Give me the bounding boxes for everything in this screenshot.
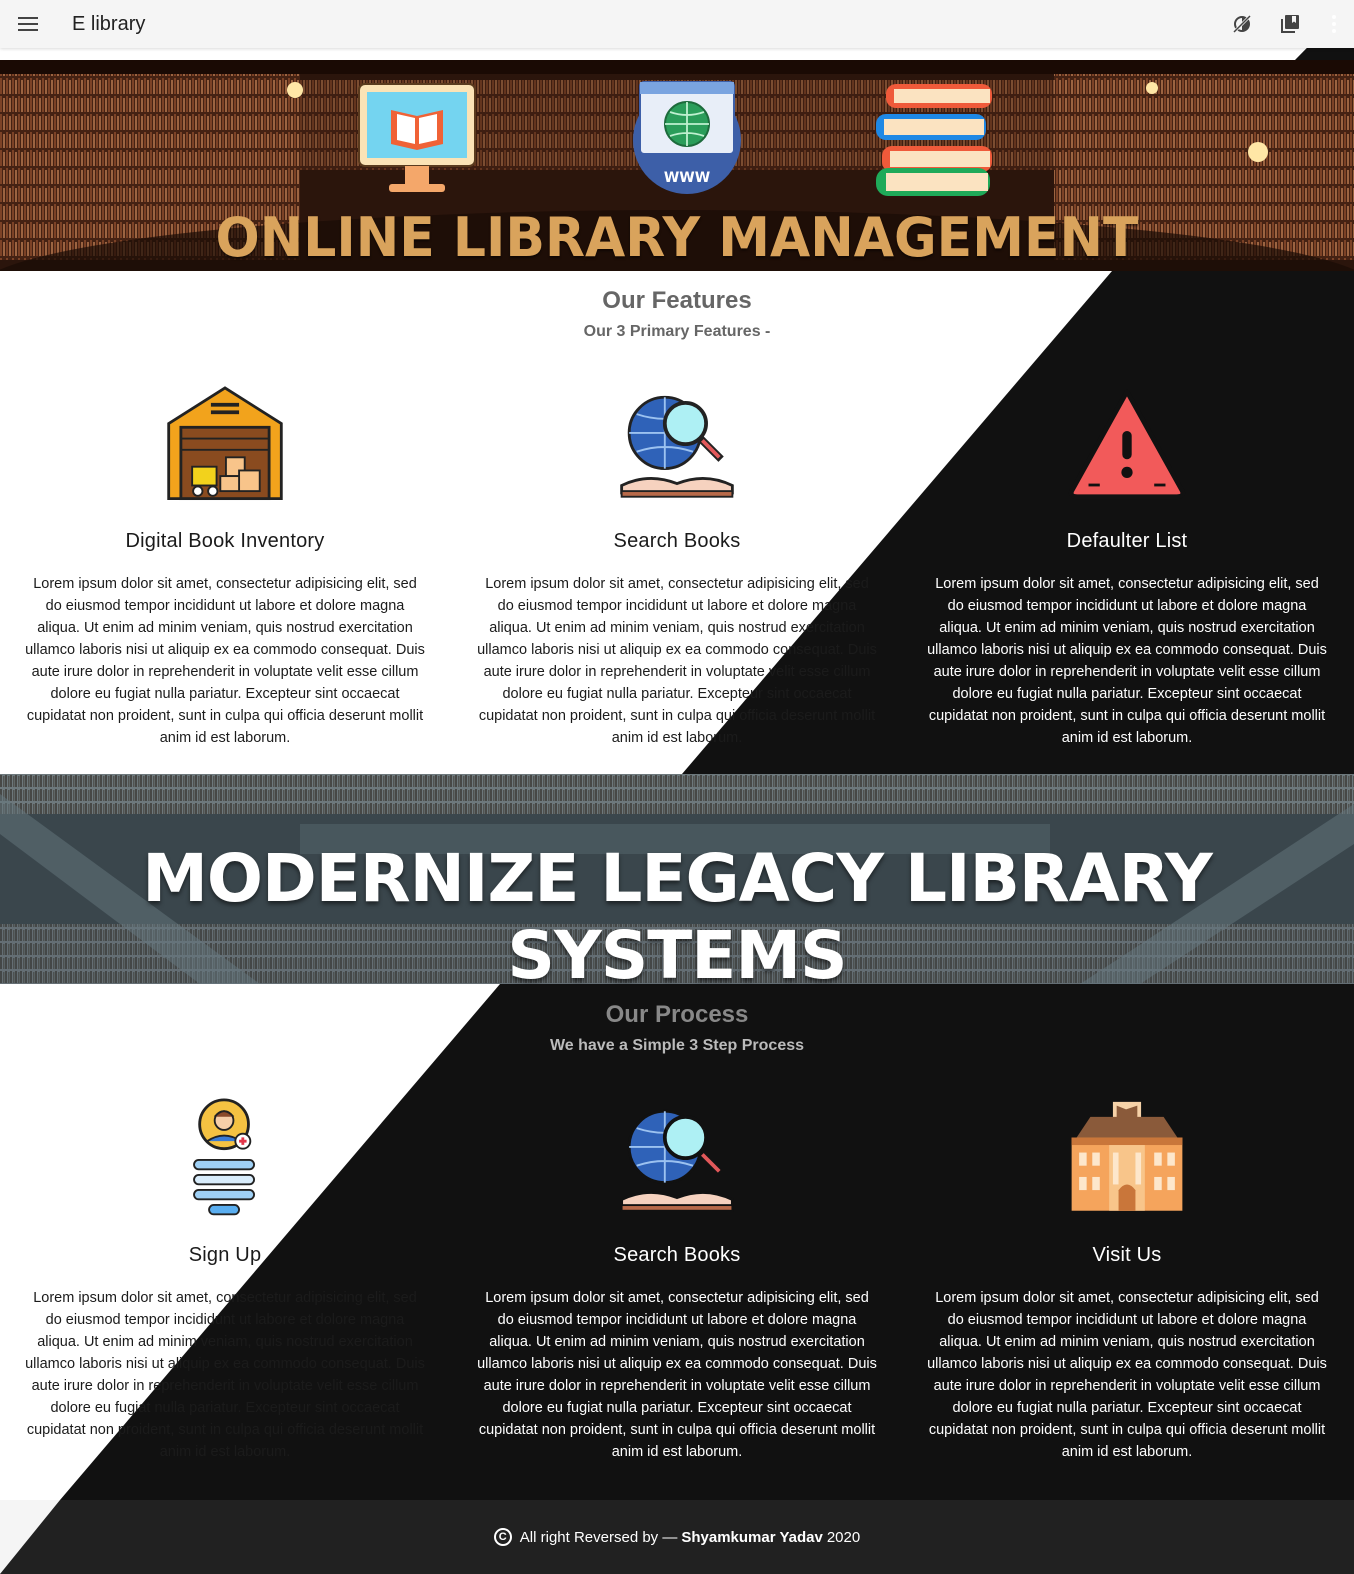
copyright-icon: C: [493, 1528, 512, 1546]
features-subheading: Our 3 Primary Features -: [583, 323, 771, 340]
process-title: Visit Us: [1092, 1244, 1162, 1266]
hero-title: ONLINE LIBRARY MANAGEMENT: [215, 206, 1139, 270]
library-button[interactable]: [1266, 0, 1314, 48]
process-card-search: Search Books Lorem ipsum dolor sit amet,…: [472, 1100, 882, 1463]
more-options-button[interactable]: [1314, 0, 1354, 48]
feature-card-defaulter: Defaulter List Lorem ipsum dolor sit ame…: [922, 386, 1332, 749]
www-label: WWW: [664, 170, 710, 186]
library-books-icon: [1281, 15, 1299, 33]
process-subheading: We have a Simple 3 Step Process: [549, 1037, 805, 1054]
warehouse-icon: [167, 386, 283, 501]
app-bar: E library: [0, 0, 1354, 48]
dark-mode-button[interactable]: [1218, 0, 1266, 48]
feature-title: Defaulter List: [1066, 530, 1188, 552]
menu-button[interactable]: [0, 0, 56, 48]
app-title: E library: [72, 12, 146, 35]
more-vert-icon: [1332, 15, 1336, 33]
warning-icon: [1068, 389, 1186, 500]
process-text: Lorem ipsum dolor sit amet, consectetur …: [477, 1290, 877, 1460]
feature-text: Lorem ipsum dolor sit amet, consectetur …: [477, 576, 877, 746]
process-text: Lorem ipsum dolor sit amet, consectetur …: [25, 1290, 425, 1460]
features-heading: Our Features: [602, 287, 752, 314]
banner-title: MODERNIZE LEGACY LIBRARY SYSTEMS: [142, 840, 1213, 984]
process-header: Our Process We have a Simple 3 Step Proc…: [0, 1001, 1354, 1055]
footer-year: 2020: [826, 1528, 861, 1546]
feature-title: Search Books: [613, 530, 741, 552]
process-title: Sign Up: [188, 1244, 262, 1266]
feature-card-inventory: Digital Book Inventory Lorem ipsum dolor…: [20, 386, 430, 749]
stacked-books-icon: [876, 84, 992, 196]
globe-search-book-icon: [620, 395, 734, 498]
web-globe-icon: WWW: [633, 81, 741, 194]
process-card-signup: Sign Up Lorem ipsum dolor sit amet, cons…: [20, 1096, 430, 1463]
footer-prefix: All right Reversed by —: [519, 1528, 678, 1546]
process-text: Lorem ipsum dolor sit amet, consectetur …: [927, 1290, 1327, 1460]
footer-author: Shyamkumar Yadav: [681, 1528, 823, 1546]
modernize-banner: MODERNIZE LEGACY LIBRARY SYSTEMS: [0, 774, 1354, 984]
hero-banner: WWW ONLINE LIBRARY MANAGEMENT: [0, 60, 1354, 271]
dark-mode-icon: [1232, 14, 1252, 34]
process-card-visit: Visit Us Lorem ipsum dolor sit amet, con…: [922, 1100, 1332, 1463]
app-bar-actions: [1218, 0, 1354, 48]
user-signup-icon: [193, 1098, 256, 1216]
feature-text: Lorem ipsum dolor sit amet, consectetur …: [25, 576, 425, 746]
globe-search-book-icon: [620, 1109, 734, 1212]
feature-text: Lorem ipsum dolor sit amet, consectetur …: [927, 576, 1327, 746]
feature-title: Digital Book Inventory: [125, 530, 325, 552]
process-heading: Our Process: [605, 1001, 749, 1028]
modern-library-image: [0, 774, 1354, 984]
monitor-book-icon: [358, 83, 476, 192]
library-building-icon: [1071, 1101, 1183, 1211]
process-title: Search Books: [613, 1244, 741, 1266]
menu-icon: [18, 17, 38, 31]
features-header: Our Features Our 3 Primary Features -: [0, 287, 1354, 341]
footer: C All right Reversed by — Shyamkumar Yad…: [0, 1500, 1354, 1574]
feature-card-search: Search Books Lorem ipsum dolor sit amet,…: [472, 386, 882, 749]
